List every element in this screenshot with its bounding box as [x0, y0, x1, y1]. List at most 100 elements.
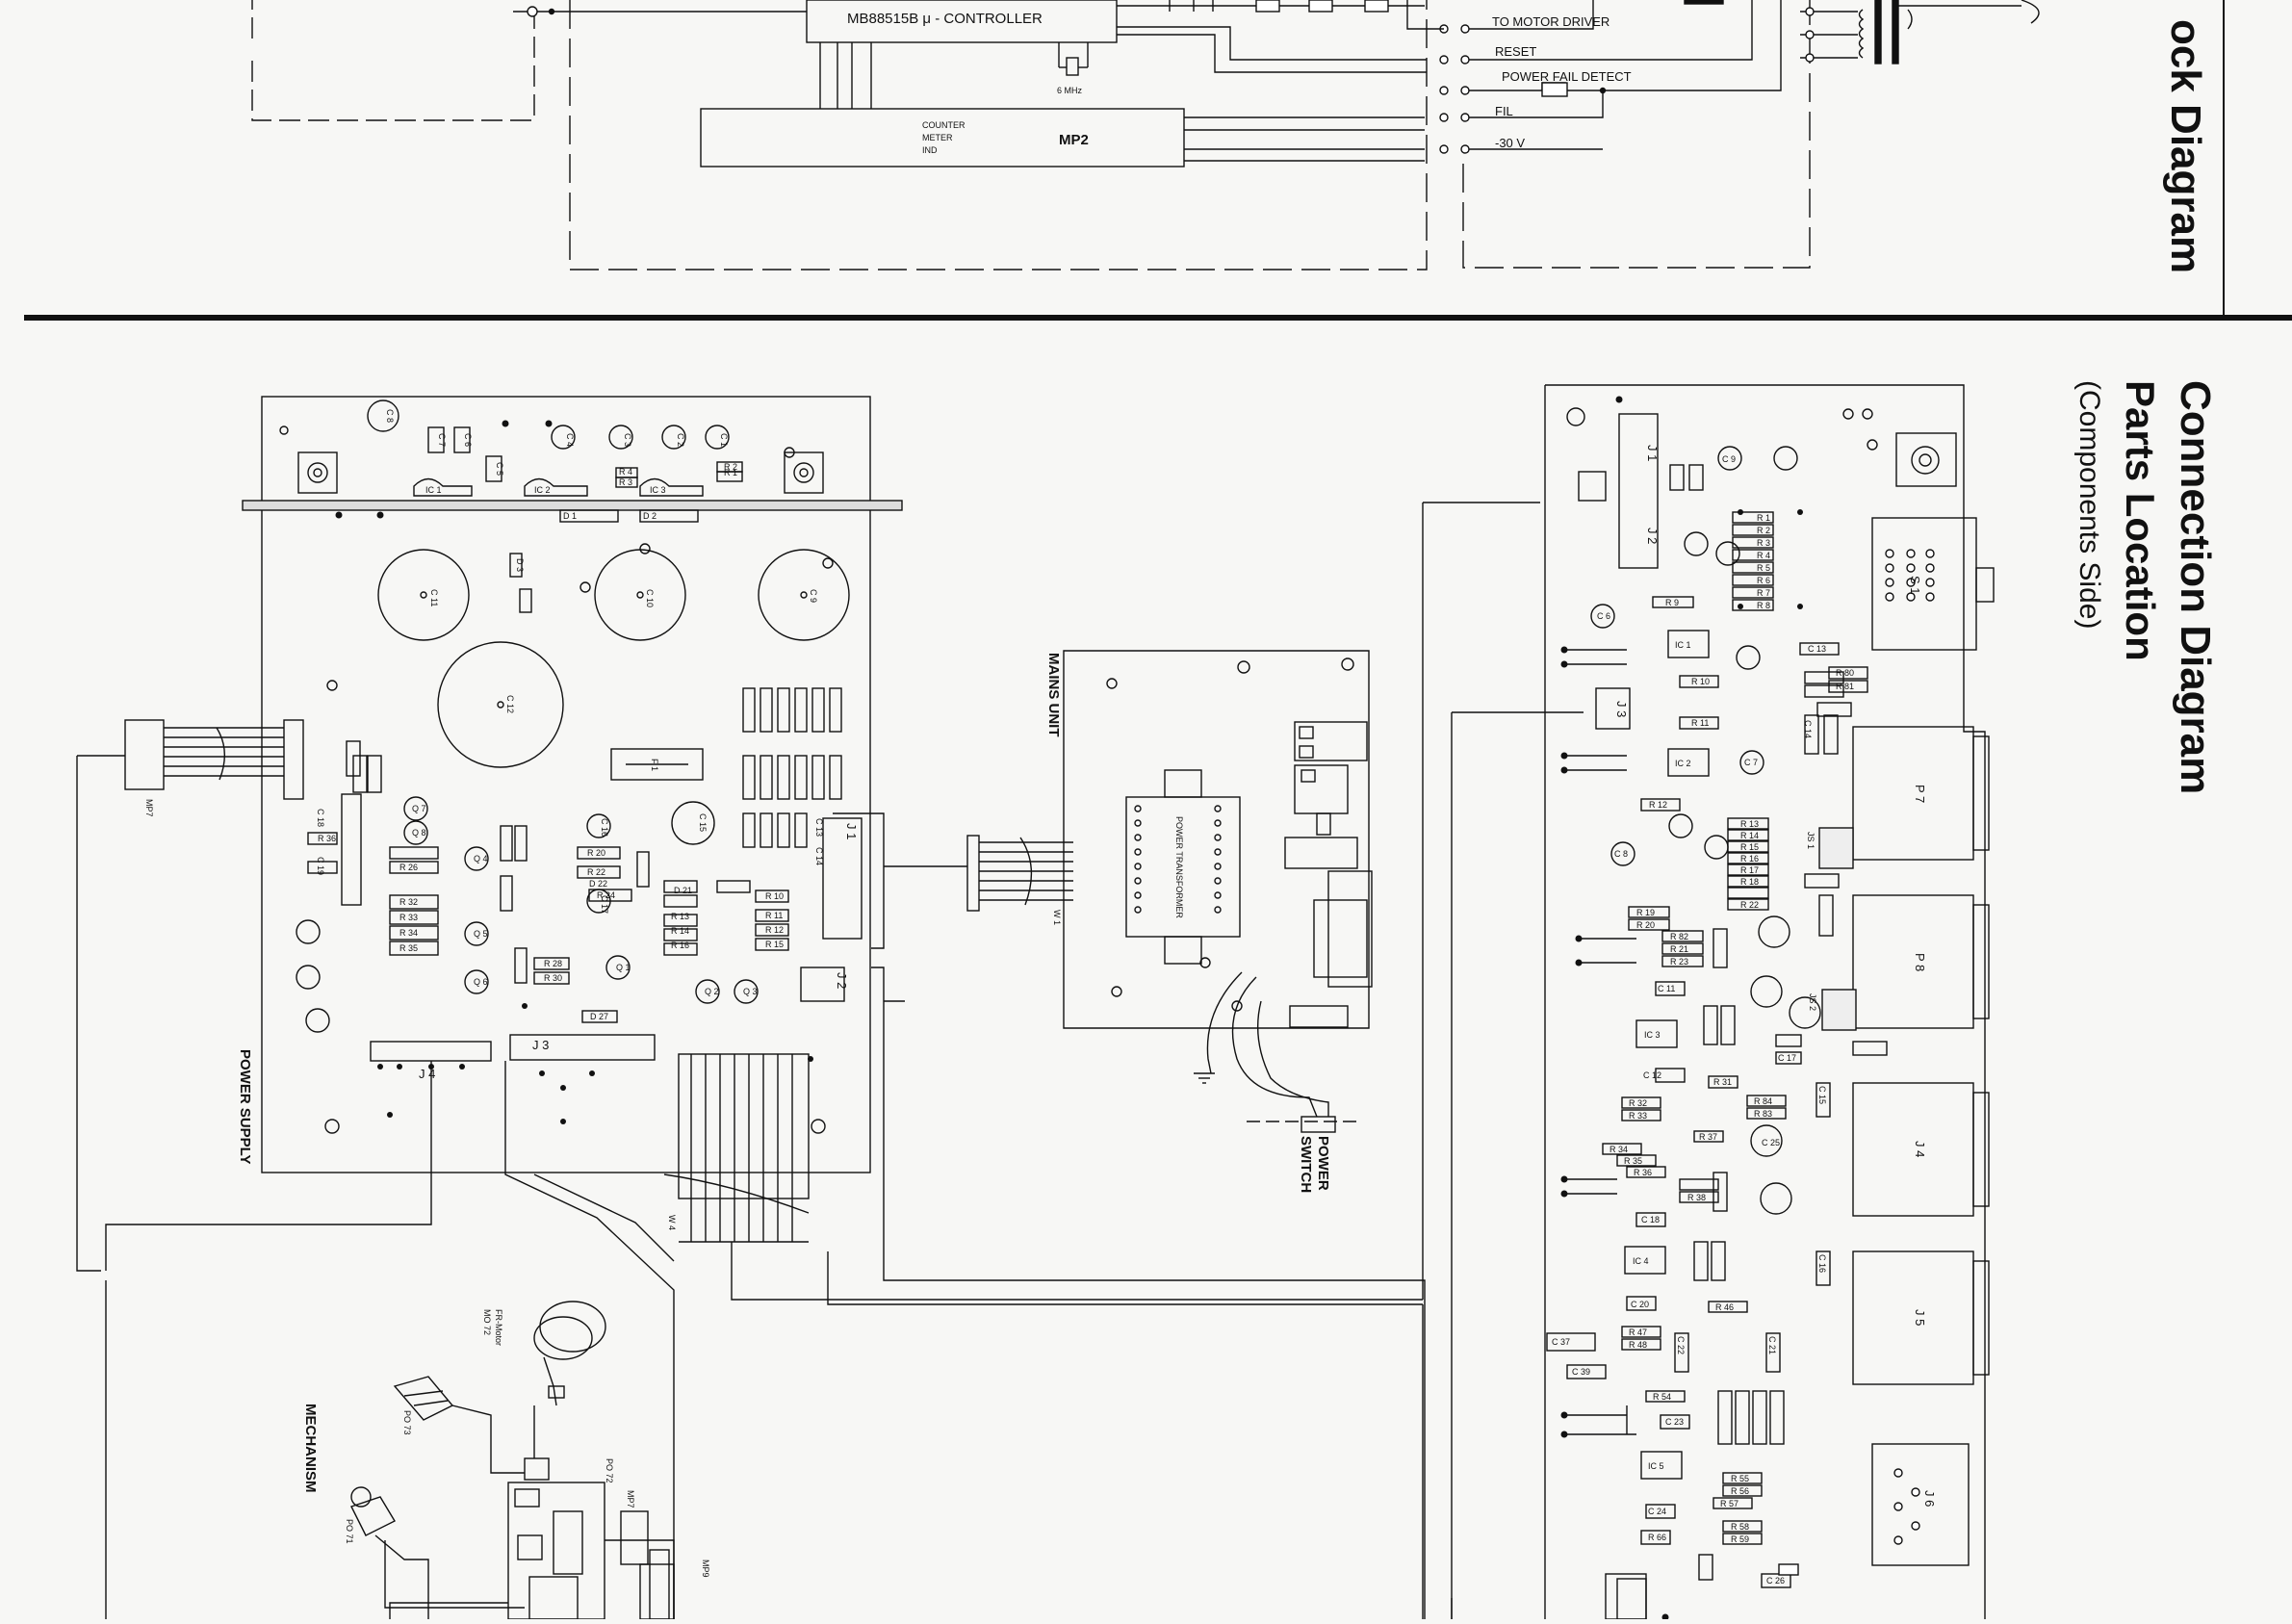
mp7b-label: MP7	[626, 1490, 635, 1508]
main-r36: R 36	[1634, 1168, 1652, 1177]
main-c12: C 12	[1643, 1070, 1661, 1080]
main-c8: C 8	[1614, 849, 1628, 859]
main-r6: R 6	[1757, 576, 1770, 585]
main-r59: R 59	[1731, 1534, 1749, 1544]
mains-unit-label: MAINS UNIT	[1045, 653, 1062, 737]
main-r18: R 18	[1740, 877, 1759, 887]
ps-d2: D 2	[643, 511, 657, 521]
ps-q5: Q 5	[474, 929, 488, 939]
signal-reset: RESET	[1495, 44, 1536, 59]
counter-label-2: METER	[922, 133, 953, 142]
connection-diagram-title: Connection Diagram	[2172, 380, 2219, 795]
po71-label: PO 71	[345, 1519, 354, 1544]
ps-r14: R 14	[671, 926, 689, 936]
ps-ic2: IC 2	[534, 485, 551, 495]
ps-c1: C 1	[719, 433, 729, 447]
main-r34: R 34	[1610, 1145, 1628, 1154]
ps-r28: R 28	[544, 959, 562, 968]
main-r7: R 7	[1757, 588, 1770, 598]
ps-c11: C 11	[429, 589, 439, 606]
p7-label: P 7	[1913, 785, 1927, 803]
crystal-label: 6 MHz	[1057, 86, 1083, 95]
main-r81: R 81	[1836, 682, 1854, 691]
po72-label: PO 72	[605, 1458, 614, 1483]
ps-r32: R 32	[399, 897, 418, 907]
main-c24: C 24	[1648, 1507, 1666, 1516]
mechanism-section	[350, 1301, 675, 1620]
main-r9: R 9	[1665, 598, 1679, 607]
jumper-js2	[1821, 989, 1857, 1031]
ps-r1: R 1	[724, 468, 737, 477]
ic-1	[1667, 630, 1710, 658]
mp7-label: MP7	[144, 799, 154, 817]
main-board	[1544, 384, 1995, 1620]
power-supply-label: POWER SUPPLY	[237, 1049, 253, 1164]
ps-c13: C 13	[814, 818, 824, 837]
ps-c15: C 15	[698, 813, 708, 832]
connector-j3	[1595, 687, 1631, 730]
main-js1: JS 1	[1806, 832, 1816, 849]
main-c23: C 23	[1665, 1417, 1684, 1427]
counter-label-3: IND	[922, 145, 938, 155]
ps-c5: C 5	[495, 462, 504, 476]
main-r47: R 47	[1629, 1328, 1647, 1337]
power-switch-label-2: SWITCH	[1298, 1136, 1314, 1193]
ps-c3: C 3	[623, 433, 632, 447]
jumper-js1	[1818, 827, 1854, 869]
ic-2	[1667, 748, 1710, 777]
output-jacks	[1852, 726, 1990, 1385]
ps-r22: R 22	[587, 867, 605, 877]
mp9-label: MP9	[701, 1560, 710, 1578]
main-j2-label: J 2	[1645, 528, 1660, 544]
ps-j4-label: J 4	[419, 1067, 435, 1081]
ps-q3: Q 3	[743, 987, 758, 996]
main-r57: R 57	[1720, 1499, 1738, 1508]
main-r5: R 5	[1757, 563, 1770, 573]
main-r15: R 15	[1740, 842, 1759, 852]
s1-label: S 1	[1908, 576, 1922, 595]
main-r23: R 23	[1670, 957, 1688, 967]
main-r31: R 31	[1713, 1077, 1732, 1087]
signal-minus-30v: -30 V	[1495, 136, 1525, 150]
main-c22: C 22	[1676, 1336, 1686, 1354]
main-r20: R 20	[1636, 920, 1655, 930]
main-c6: C 6	[1597, 611, 1610, 621]
fr-motor-label-2: MO 72	[482, 1309, 492, 1335]
ps-r16: R 16	[671, 941, 689, 950]
signal-motor-driver: TO MOTOR DRIVER	[1492, 14, 1610, 29]
main-r11: R 11	[1691, 718, 1709, 728]
ps-r4: R 4	[619, 467, 632, 477]
ps-q7: Q 7	[412, 804, 426, 813]
main-r46: R 46	[1715, 1302, 1734, 1312]
p8-label: P 8	[1913, 953, 1927, 971]
main-r35: R 35	[1624, 1156, 1642, 1166]
ps-c4: C 4	[565, 433, 575, 447]
main-r38: R 38	[1687, 1193, 1706, 1202]
mechanism-label: MECHANISM	[302, 1404, 319, 1493]
main-j1-label: J 1	[1645, 445, 1660, 461]
main-c17: C 17	[1778, 1053, 1796, 1063]
fr-motor-label-1: FR-Motor	[494, 1309, 503, 1346]
main-r83: R 83	[1754, 1109, 1772, 1119]
po73-label: PO 73	[402, 1410, 412, 1435]
mp2-label: MP2	[1059, 132, 1089, 148]
ps-c9: C 9	[809, 589, 818, 603]
ps-r12: R 12	[765, 925, 784, 935]
main-r48: R 48	[1629, 1340, 1647, 1350]
ps-d22: D 22	[589, 879, 607, 889]
main-r37: R 37	[1699, 1132, 1717, 1142]
counter-label-1: COUNTER	[922, 120, 966, 130]
ps-ic3: IC 3	[650, 485, 666, 495]
main-r55: R 55	[1731, 1474, 1749, 1483]
ps-resistor-array	[742, 687, 842, 848]
main-ic5: IC 5	[1648, 1461, 1664, 1471]
main-resistor-column	[1732, 511, 1774, 611]
power-transformer-label: POWER TRANSFORMER	[1174, 816, 1184, 918]
ps-r11: R 11	[765, 911, 783, 920]
ps-r36: R 36	[318, 834, 336, 843]
main-r10: R 10	[1691, 677, 1710, 686]
ps-c10: C 10	[645, 589, 655, 607]
ps-j3-label: J 3	[532, 1038, 549, 1052]
power-switch	[1301, 1116, 1336, 1133]
